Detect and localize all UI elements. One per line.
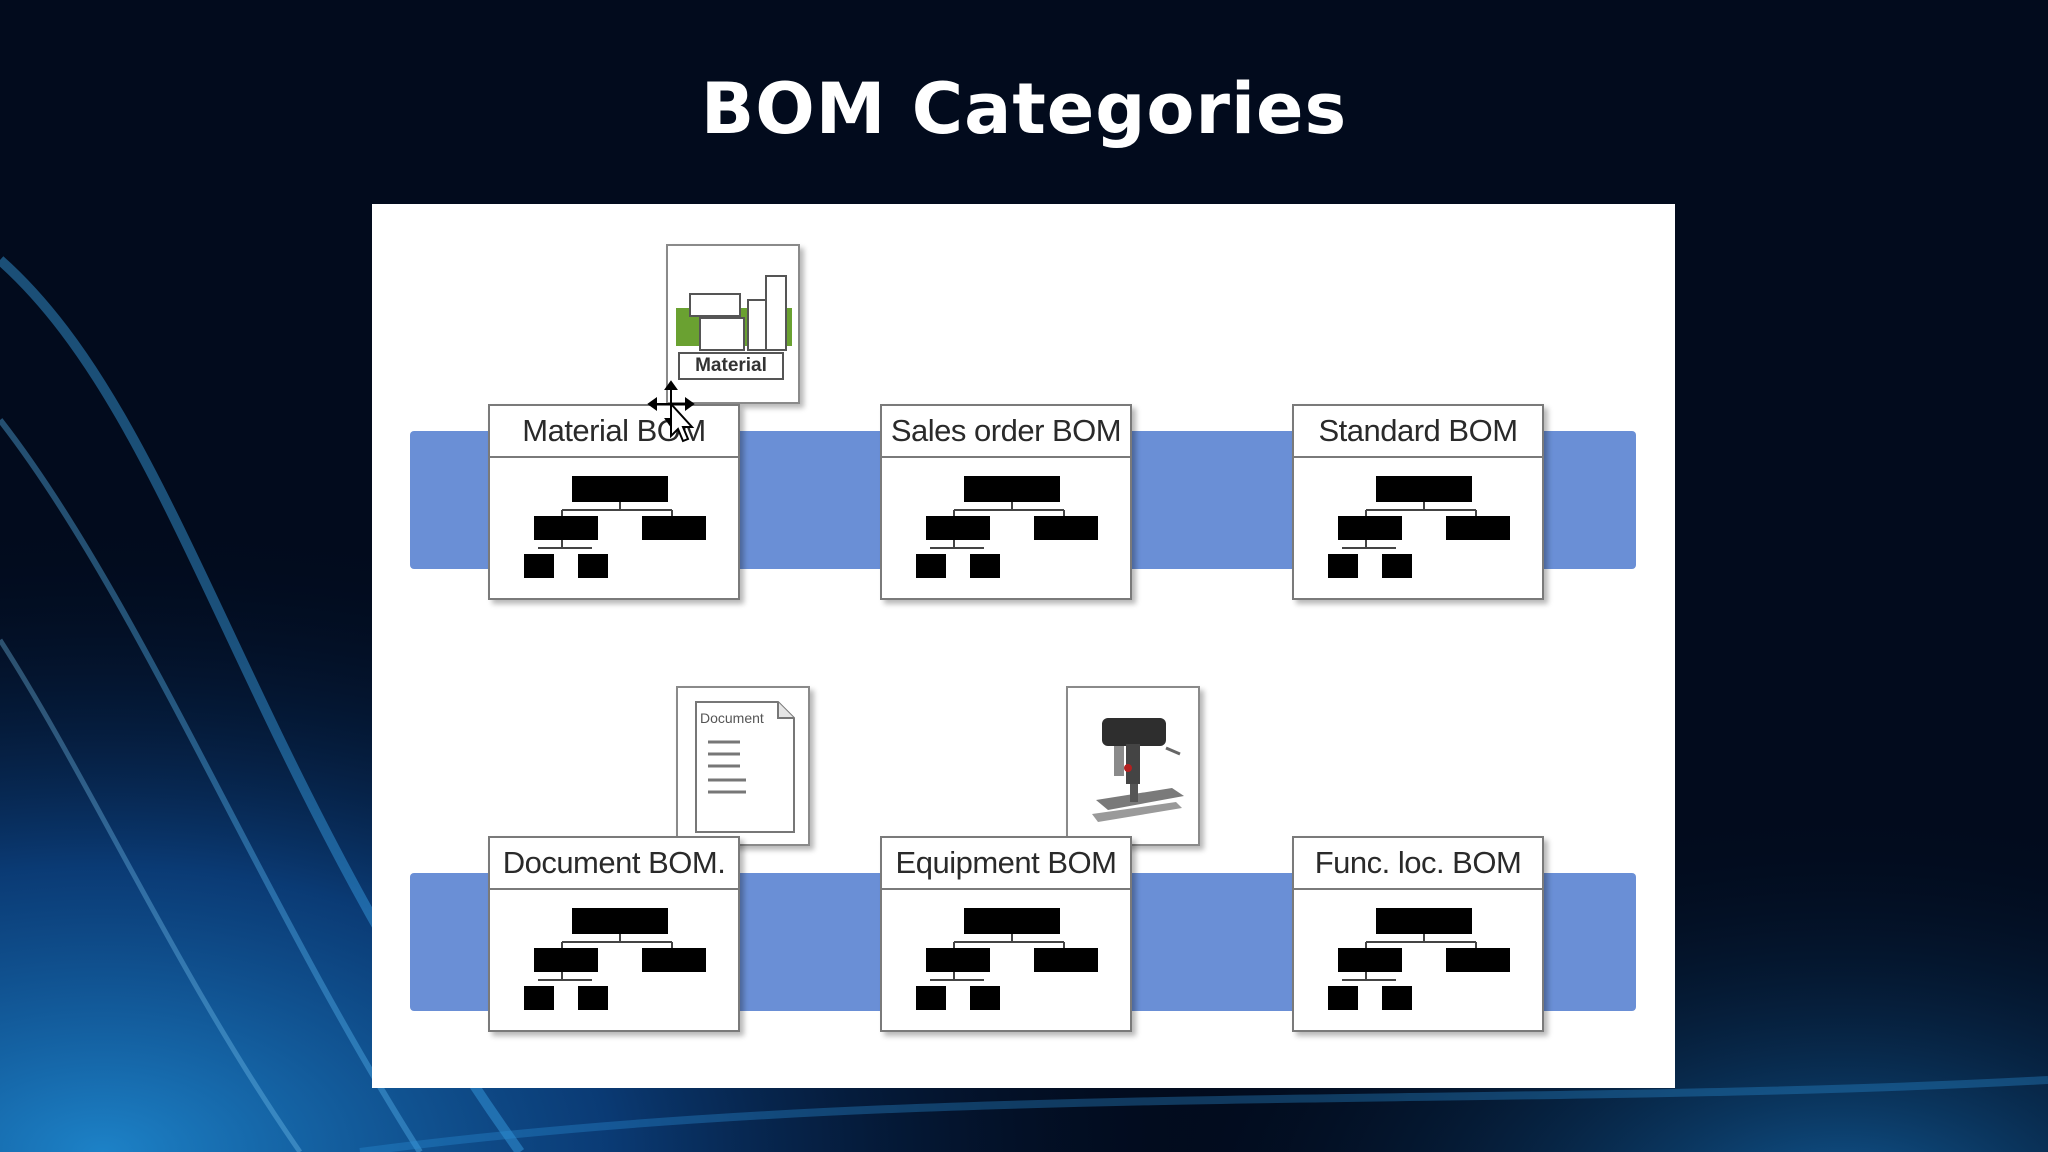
bom-box-equipment: Equipment BOM [880,836,1132,1032]
bom-box-standard: Standard BOM [1292,404,1544,600]
hierarchy-tree-icon [524,476,706,578]
equipment-thumbnail [1066,686,1200,846]
bom-box-sales-order: Sales order BOM [880,404,1132,600]
bom-box-title: Document BOM. [490,838,738,890]
document-icon [695,701,795,833]
hierarchy-tree-icon [1328,476,1510,578]
slide-title: BOM Categories [700,68,1348,150]
material-thumbnail: Material [666,244,800,404]
hierarchy-tree-icon [524,908,706,1010]
bom-box-title: Sales order BOM [882,406,1130,458]
move-cursor-icon [647,380,695,443]
bom-box-title: Standard BOM [1294,406,1542,458]
hierarchy-tree-icon [916,908,1098,1010]
material-boxes-icon [676,275,792,351]
bom-box-title: Func. loc. BOM [1294,838,1542,890]
bom-box-title: Equipment BOM [882,838,1130,890]
document-thumbnail: Document [676,686,810,846]
hierarchy-tree-icon [916,476,1098,578]
document-thumbnail-label: Document [700,710,764,726]
bom-box-func-loc: Func. loc. BOM [1292,836,1544,1032]
bom-box-material: Material BOM [488,404,740,600]
material-thumbnail-label: Material [678,352,784,380]
diagram-panel: Material Document Material BOM [372,204,1675,1088]
hierarchy-tree-icon [1328,908,1510,1010]
drill-press-icon [1092,718,1184,822]
bom-box-document: Document BOM. [488,836,740,1032]
